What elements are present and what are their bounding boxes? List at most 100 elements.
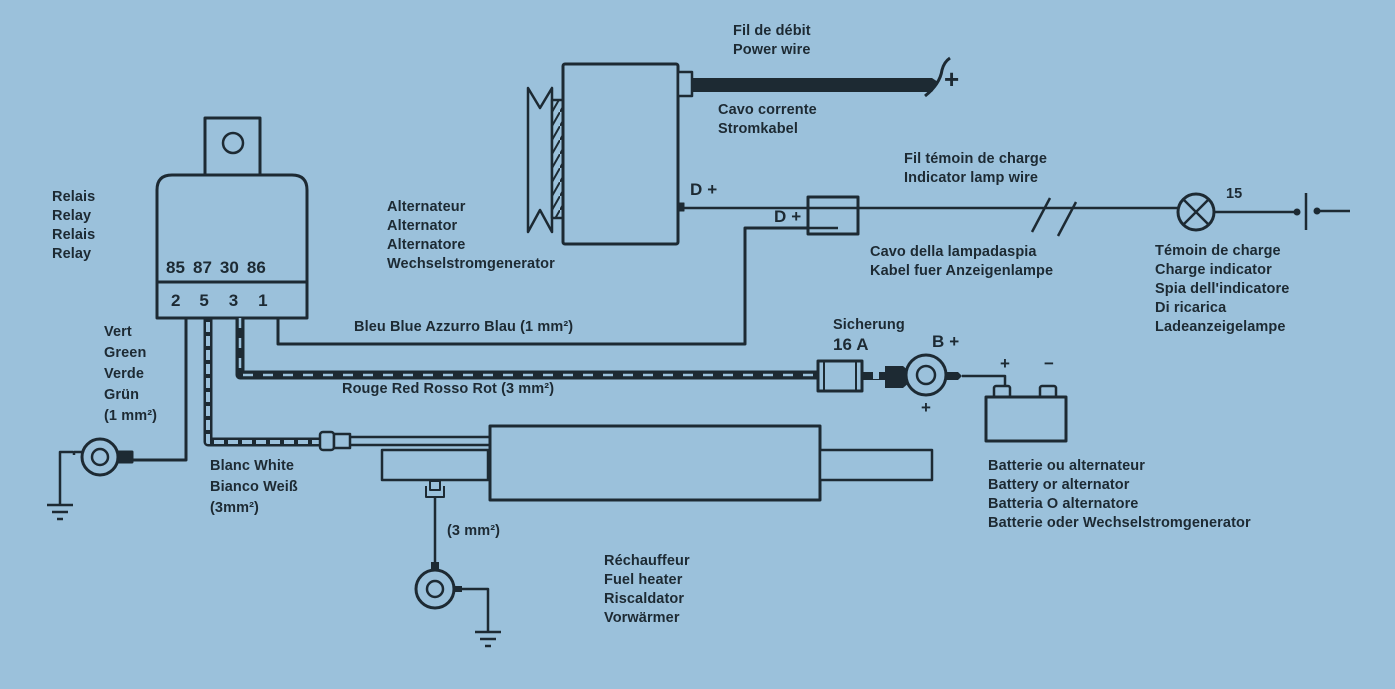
heater-outlet: [818, 448, 934, 482]
heater-base-plate: [380, 448, 490, 482]
relay: [155, 116, 309, 320]
relay-pin-3: 3: [228, 291, 239, 310]
relay-pin-30: 30: [219, 258, 239, 277]
green-ground-ring-terminal: [58, 437, 134, 505]
power-wire-label-top: Fil de débit Power wire: [733, 22, 811, 60]
charge-indicator-lamp: [1176, 192, 1216, 232]
blue-wire-label: Bleu Blue Azzurro Blau (1 mm²): [354, 319, 574, 335]
alternator-label-de: Wechselstromgenerator: [387, 256, 555, 272]
charge-indicator-label: Témoin de charge Charge indicator Spia d…: [1155, 242, 1289, 337]
red-wire: [235, 318, 820, 380]
white-wire: [203, 318, 322, 447]
alternator-power-post: [676, 70, 694, 98]
indicator-wire-label-top: Fil témoin de charge Indicator lamp wire: [904, 150, 1047, 188]
relay-label-it: Relais: [52, 227, 96, 243]
white-wire-label-fr-en: Blanc White: [210, 458, 295, 474]
heater-label-it: Riscaldator: [604, 591, 685, 607]
alternator-label-fr: Alternateur: [387, 199, 466, 215]
relay-pin-5: 5: [199, 291, 209, 310]
alternator-d-plus-label: D +: [690, 180, 718, 199]
relay-mounting-tab: [203, 116, 262, 178]
alternator-d-plus-post: [677, 202, 685, 212]
power-wire-label-fr: Fil de débit: [733, 23, 811, 39]
relay-pin-2: 2: [171, 291, 181, 310]
battery-plus-label: +: [1000, 354, 1011, 373]
indicator-wire-label-fr: Fil témoin de charge: [904, 151, 1047, 167]
white-wire-connector: [318, 430, 490, 452]
heater-label: Réchauffeur Fuel heater Riscaldator Vorw…: [604, 552, 690, 628]
power-wire-label-bottom: Cavo corrente Stromkabel: [718, 101, 817, 139]
alternator-body: [561, 62, 680, 246]
alternator-label: Alternateur Alternator Alternatore Wechs…: [387, 198, 555, 274]
green-wire-gauge: (1 mm²): [104, 408, 158, 424]
relay-label-en: Relay: [52, 208, 92, 224]
battery-label: Batterie ou alternateur Battery or alter…: [988, 457, 1251, 533]
fuse-rating: 16 A: [833, 335, 869, 354]
charge-indicator-label-en: Charge indicator: [1155, 262, 1272, 278]
battery: [984, 384, 1068, 443]
connector-d-plus-label: D +: [774, 207, 802, 226]
heater-ground-wire-label: (3 mm²): [447, 523, 501, 539]
green-wire-label-de: Grün: [104, 387, 140, 403]
power-wire-plus: +: [944, 64, 960, 94]
relay-label: Relais Relay Relais Relay: [52, 188, 95, 264]
fuse-label: Sicherung 16 A: [833, 315, 905, 355]
white-wire-label: Blanc White Bianco Weiß (3mm²): [210, 456, 298, 519]
green-wire: [130, 318, 188, 462]
relay-pin-1: 1: [258, 291, 268, 310]
heater-body: [488, 424, 822, 502]
heater-label-en: Fuel heater: [604, 572, 683, 588]
alternator-label-it: Alternatore: [387, 237, 466, 253]
indicator-wire-label-bottom: Cavo della lampadaspia Kabel fuer Anzeig…: [870, 243, 1053, 281]
ground-symbol-heater: [475, 630, 501, 648]
battery-minus-label: −: [1044, 354, 1055, 373]
ground-symbol-left: [47, 503, 73, 521]
indicator-wire-label-it: Cavo della lampadaspia: [870, 244, 1037, 260]
charge-indicator-label-it-2: Di ricarica: [1155, 300, 1227, 316]
battery-label-en: Battery or alternator: [988, 477, 1130, 493]
fuse-label-de: Sicherung: [833, 317, 905, 333]
terminal-15-label: 15: [1226, 186, 1243, 202]
red-wire-label: Rouge Red Rosso Rot (3 mm²): [342, 381, 555, 397]
relay-pins-bottom: 2 5 3 1: [171, 291, 268, 310]
wire-break-marks: [1030, 197, 1078, 237]
alternator-label-en: Alternator: [387, 218, 458, 234]
power-wire: [692, 56, 951, 98]
fuel-heater: [380, 424, 934, 502]
b-plus-label: B +: [932, 332, 960, 351]
white-wire-label-it-de: Bianco Weiß: [210, 479, 298, 495]
indicator-wire-label-en: Indicator lamp wire: [904, 170, 1039, 186]
power-wire-label-de: Stromkabel: [718, 121, 798, 137]
charge-indicator-label-de: Ladeanzeigelampe: [1155, 319, 1286, 335]
white-wire-gauge: (3mm²): [210, 500, 259, 516]
heater-ground-ring-terminal: [414, 562, 490, 632]
relay-label-de: Relay: [52, 246, 92, 262]
fuse: [816, 359, 910, 393]
alternator: [526, 62, 694, 246]
heater-label-fr: Réchauffeur: [604, 553, 690, 569]
green-wire-label-en: Green: [104, 345, 147, 361]
relay-pin-85: 85: [166, 258, 186, 277]
relay-pins-top: 85 87 30 86: [166, 258, 306, 277]
relay-mounting-hole: [221, 131, 245, 155]
charge-indicator-label-it: Spia dell'indicatore: [1155, 281, 1290, 297]
battery-lead: [962, 374, 1007, 388]
relay-pin-86: 86: [246, 258, 266, 277]
green-wire-label-fr: Vert: [104, 324, 132, 340]
power-wire-label-en: Power wire: [733, 42, 811, 58]
heater-ground-stud: [429, 480, 441, 491]
b-plus-ring-terminal: [904, 353, 962, 397]
indicator-wire-label-de: Kabel fuer Anzeigenlampe: [870, 263, 1054, 279]
ignition-contact: [1293, 193, 1350, 230]
green-wire-label-it: Verde: [104, 366, 144, 382]
blue-wire: [276, 226, 818, 346]
battery-label-it: Batteria O alternatore: [988, 496, 1139, 512]
battery-label-de: Batterie oder Wechselstromgenerator: [988, 515, 1251, 531]
power-wire-label-it: Cavo corrente: [718, 102, 817, 118]
heater-label-de: Vorwärmer: [604, 610, 680, 626]
relay-pin-87: 87: [192, 258, 213, 277]
b-plus-polarity-below: +: [921, 398, 932, 417]
battery-label-fr: Batterie ou alternateur: [988, 458, 1146, 474]
alternator-pulley: [526, 86, 554, 234]
